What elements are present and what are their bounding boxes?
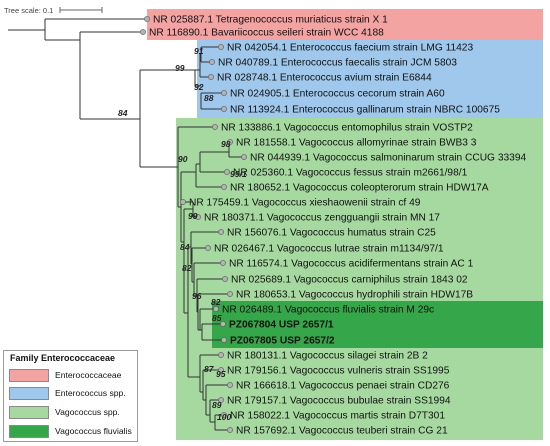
taxon-label: NR 040789.1 Enterococcus faecalis strain…	[218, 58, 457, 69]
leaf-node	[221, 184, 227, 190]
leaf-node	[144, 16, 150, 22]
band-vagococcus	[176, 118, 543, 440]
leaf-node	[222, 276, 228, 282]
bootstrap-value: 89	[212, 400, 222, 410]
taxon-label: NR 158022.1 Vagococcus martis strain D7T…	[230, 411, 445, 422]
taxon-label: NR 180371.1 Vagococcus zengguangii strai…	[204, 213, 440, 224]
bootstrap-value: 95	[216, 369, 226, 379]
taxon-label: NR 157692.1 Vagococcus teuberi strain CG…	[236, 426, 448, 437]
bootstrap-value: 85	[212, 313, 222, 323]
taxon-label: NR 042054.1 Enterococcus faecium strain …	[227, 43, 473, 54]
band-vagococcus-fluvialis	[212, 301, 543, 348]
legend-title: Family Enterococcaceae	[10, 353, 116, 363]
leaf-node	[221, 337, 227, 343]
tree-branches	[8, 18, 244, 431]
bootstrap-value: 87	[204, 364, 215, 374]
leaf-node	[209, 59, 215, 65]
isolate-label: PZ067804 USP 2657/1	[229, 320, 334, 331]
taxon-label: NR 181558.1 Vagococcus allomyrinae strai…	[236, 138, 477, 149]
taxon-label: NR 025887.1 Tetragenococcus muriaticus s…	[153, 15, 388, 26]
taxon-label: NR 024905.1 Enterococcus cecorum strain …	[230, 89, 445, 100]
legend-item-enterococcus: Enterococcus spp.	[9, 386, 126, 400]
band-enterococcaceae	[147, 9, 543, 40]
bootstrap-value: 100	[217, 412, 231, 422]
taxon-label: NR 133886.1 Vagococcus entomophilus stra…	[221, 123, 473, 134]
taxon-label: NR 025360.1 Vagococcus fessus strain m26…	[233, 168, 468, 179]
leaf-node	[227, 291, 233, 297]
leaf-node	[208, 74, 214, 80]
bootstrap-value: 82	[211, 297, 221, 307]
leaf-node	[195, 214, 201, 220]
taxon-label: NR 166618.1 Vagococcus penaei strain CD2…	[236, 381, 450, 392]
leaf-node	[224, 169, 230, 175]
bootstrap-value: 82	[182, 263, 192, 273]
taxon-label: NR 026467.1 Vagococcus lutrae strain m11…	[214, 244, 444, 255]
leaf-node	[212, 124, 218, 130]
leaf-labels: NR 025887.1 Tetragenococcus muriaticus s…	[149, 15, 526, 437]
leaf-node	[180, 199, 186, 205]
bootstrap-value: 92	[194, 82, 204, 92]
leaf-node	[218, 367, 224, 373]
bootstrap-value: 84	[180, 242, 190, 252]
bootstrap-value: 84	[118, 108, 128, 118]
legend-swatch	[9, 386, 49, 400]
legend-label: Vagococcus fluvialis	[55, 426, 132, 436]
taxon-label: NR 116890.1 Bavariicoccus seileri strain…	[149, 28, 384, 39]
leaf-node	[221, 106, 227, 112]
bootstrap-value: 98	[221, 139, 231, 149]
leaf-node	[221, 90, 227, 96]
leaf-node	[227, 139, 233, 145]
leaf-nodes	[140, 16, 247, 433]
leaf-node	[140, 29, 146, 35]
taxon-label: NR 180652.1 Vagococcus coleopterorum str…	[230, 183, 489, 194]
isolate-label: PZ067805 USP 2657/2	[230, 336, 335, 347]
taxon-label: NR 025689.1 Vagococcus carniphilus strai…	[231, 275, 468, 286]
legend-label: Enterococcaceae	[55, 370, 122, 380]
bootstrap-value: 99	[175, 63, 185, 73]
taxon-label: NR 028748.1 Enterococcus avium strain E6…	[217, 73, 432, 84]
taxon-label: NR 175459.1 Vagococcus xieshaowenii stra…	[189, 198, 421, 209]
legend-label: Enterococcus spp.	[55, 388, 126, 398]
leaf-node	[218, 352, 224, 358]
leaf-node	[205, 245, 211, 251]
legend-swatch	[9, 424, 49, 438]
legend-item-vagococcus-fluvialis: Vagococcus fluvialis	[9, 424, 132, 438]
leaf-node	[227, 427, 233, 433]
leaf-node	[220, 260, 226, 266]
legend-item-enterococcaceae: Enterococcaceae	[9, 368, 121, 382]
taxon-label: NR 179156.1 Vagococcus vulneris strain S…	[227, 366, 450, 377]
taxon-label: NR 180131.1 Vagococcus silagei strain 2B…	[227, 351, 428, 362]
bootstrap-value: 91	[194, 46, 204, 56]
taxon-label: NR 156076.1 Vagococcus humatus strain C2…	[227, 228, 436, 239]
bootstrap-value: 99/1	[230, 169, 247, 179]
bootstrap-value: 88	[204, 93, 214, 103]
taxon-label: NR 026489.1 Vagococcus fluvialis strain …	[222, 305, 434, 316]
leaf-node	[227, 382, 233, 388]
taxon-label: NR 116574.1 Vagococcus acidifermentans s…	[229, 259, 474, 270]
leaf-node	[241, 154, 247, 160]
bootstrap-value: 90	[178, 154, 188, 164]
legend-label: Vagococcus spp.	[55, 407, 120, 417]
leaf-node	[220, 321, 226, 327]
legend-item-vagococcus: Vagococcus spp.	[9, 405, 120, 419]
taxon-label: NR 179157.1 Vagococcus bubulae strain SS…	[227, 396, 451, 407]
scale-bar	[59, 7, 103, 13]
bootstrap-value: 96	[192, 291, 202, 301]
scale-label: Tree scale: 0.1	[4, 6, 53, 15]
leaf-node	[213, 306, 219, 312]
taxon-label: NR 044939.1 Vagococcus salmoninarum stra…	[250, 153, 526, 164]
band-enterococcus	[197, 40, 543, 118]
legend-swatch	[9, 368, 49, 382]
taxon-label: NR 180653.1 Vagococcus hydrophili strain…	[236, 290, 473, 301]
legend-swatch	[9, 405, 49, 419]
leaf-node	[221, 412, 227, 418]
taxon-label: NR 113924.1 Enterococcus gallinarum stra…	[230, 105, 500, 116]
bootstrap-value: 99	[188, 211, 198, 221]
legend: Family Enterococcaceae Enterococcaceae E…	[3, 350, 138, 442]
leaf-node	[218, 229, 224, 235]
leaf-node	[218, 397, 224, 403]
leaf-node	[218, 44, 224, 50]
